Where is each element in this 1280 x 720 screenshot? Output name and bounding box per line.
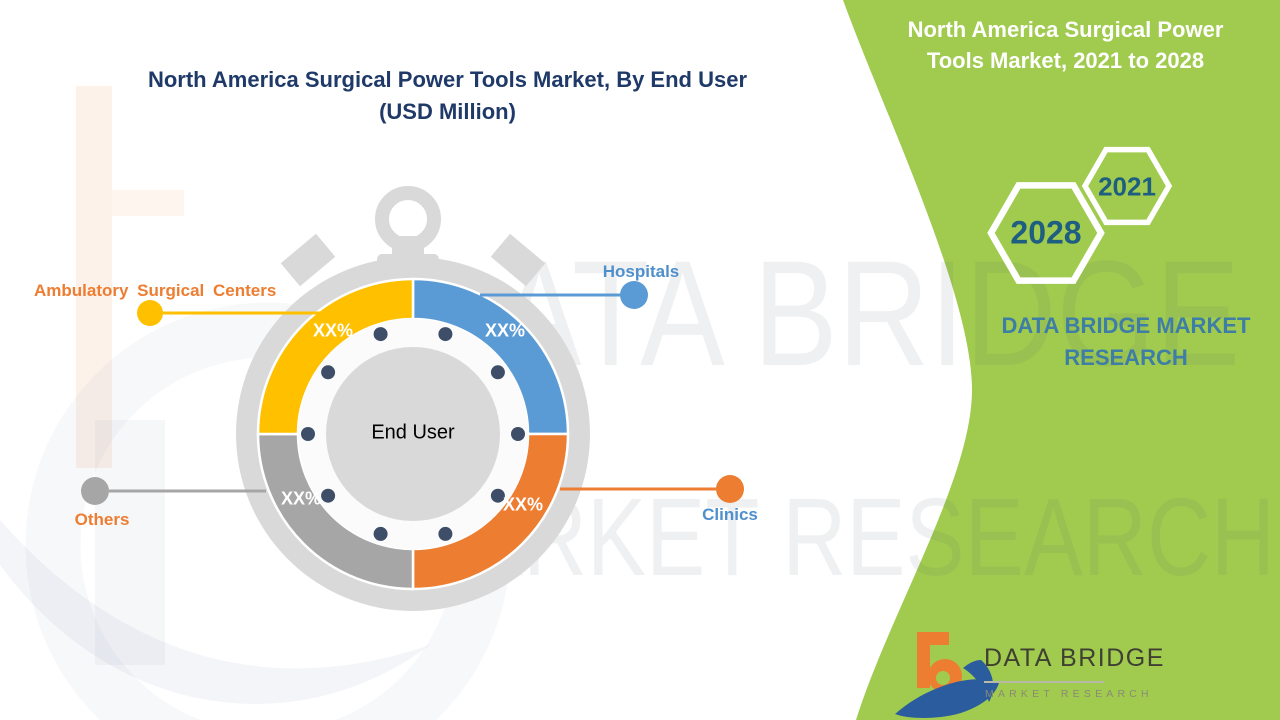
label-clinics: Clinics <box>702 505 758 524</box>
leader-dot-hospitals <box>620 281 648 309</box>
segment-value-hospitals: XX% <box>484 320 526 341</box>
segment-value-ambulatory: XX% <box>312 320 354 341</box>
brand-name: DATA BRIDGE MARKET RESEARCH <box>972 310 1280 374</box>
callouts <box>81 281 744 505</box>
label-ambulatory-surgical-centers: Ambulatory Surgical Centers <box>34 281 277 300</box>
leader-dot-clinics <box>716 475 744 503</box>
year-2028: 2028 <box>1010 214 1082 251</box>
leader-dot-ambulatory <box>137 300 163 326</box>
side-panel-background <box>843 0 1280 720</box>
segment-value-clinics: XX% <box>502 494 544 515</box>
chart-title-line1: North America Surgical Power Tools Marke… <box>147 67 748 92</box>
year-2021: 2021 <box>1098 171 1156 202</box>
stopwatch-center-face <box>326 347 500 521</box>
side-panel-title-line1: North America Surgical Power <box>907 17 1224 42</box>
footer-logo-divider <box>984 681 1104 683</box>
label-hospitals: Hospitals <box>602 262 680 281</box>
stopwatch-tick-dots <box>301 327 525 541</box>
footer-logo-brand: DATA BRIDGE <box>984 644 1165 672</box>
brand-name-line1: DATA BRIDGE MARKET <box>1001 313 1251 338</box>
stopwatch-right-button <box>490 233 546 287</box>
donut-chart <box>256 277 570 591</box>
chart-title: North America Surgical Power Tools Marke… <box>90 64 805 128</box>
hexagon-2028 <box>987 182 1105 284</box>
data-bridge-logo-icon <box>895 632 999 718</box>
chart-title-line2: (USD Million) <box>379 99 516 124</box>
leader-dot-others <box>81 477 109 505</box>
footer-logo-tagline: MARKET RESEARCH <box>985 688 1153 700</box>
hexagon-2021 <box>1081 146 1173 226</box>
brand-name-line2: RESEARCH <box>1064 345 1188 370</box>
chart-center-label: End User <box>371 421 455 444</box>
side-panel-title-line2: Tools Market, 2021 to 2028 <box>926 48 1205 73</box>
stopwatch-left-button <box>280 233 336 287</box>
year-hexagons <box>987 146 1173 284</box>
side-panel-title: North America Surgical Power Tools Marke… <box>878 14 1253 76</box>
segment-value-others: XX% <box>280 488 322 509</box>
label-others: Others <box>74 510 130 529</box>
